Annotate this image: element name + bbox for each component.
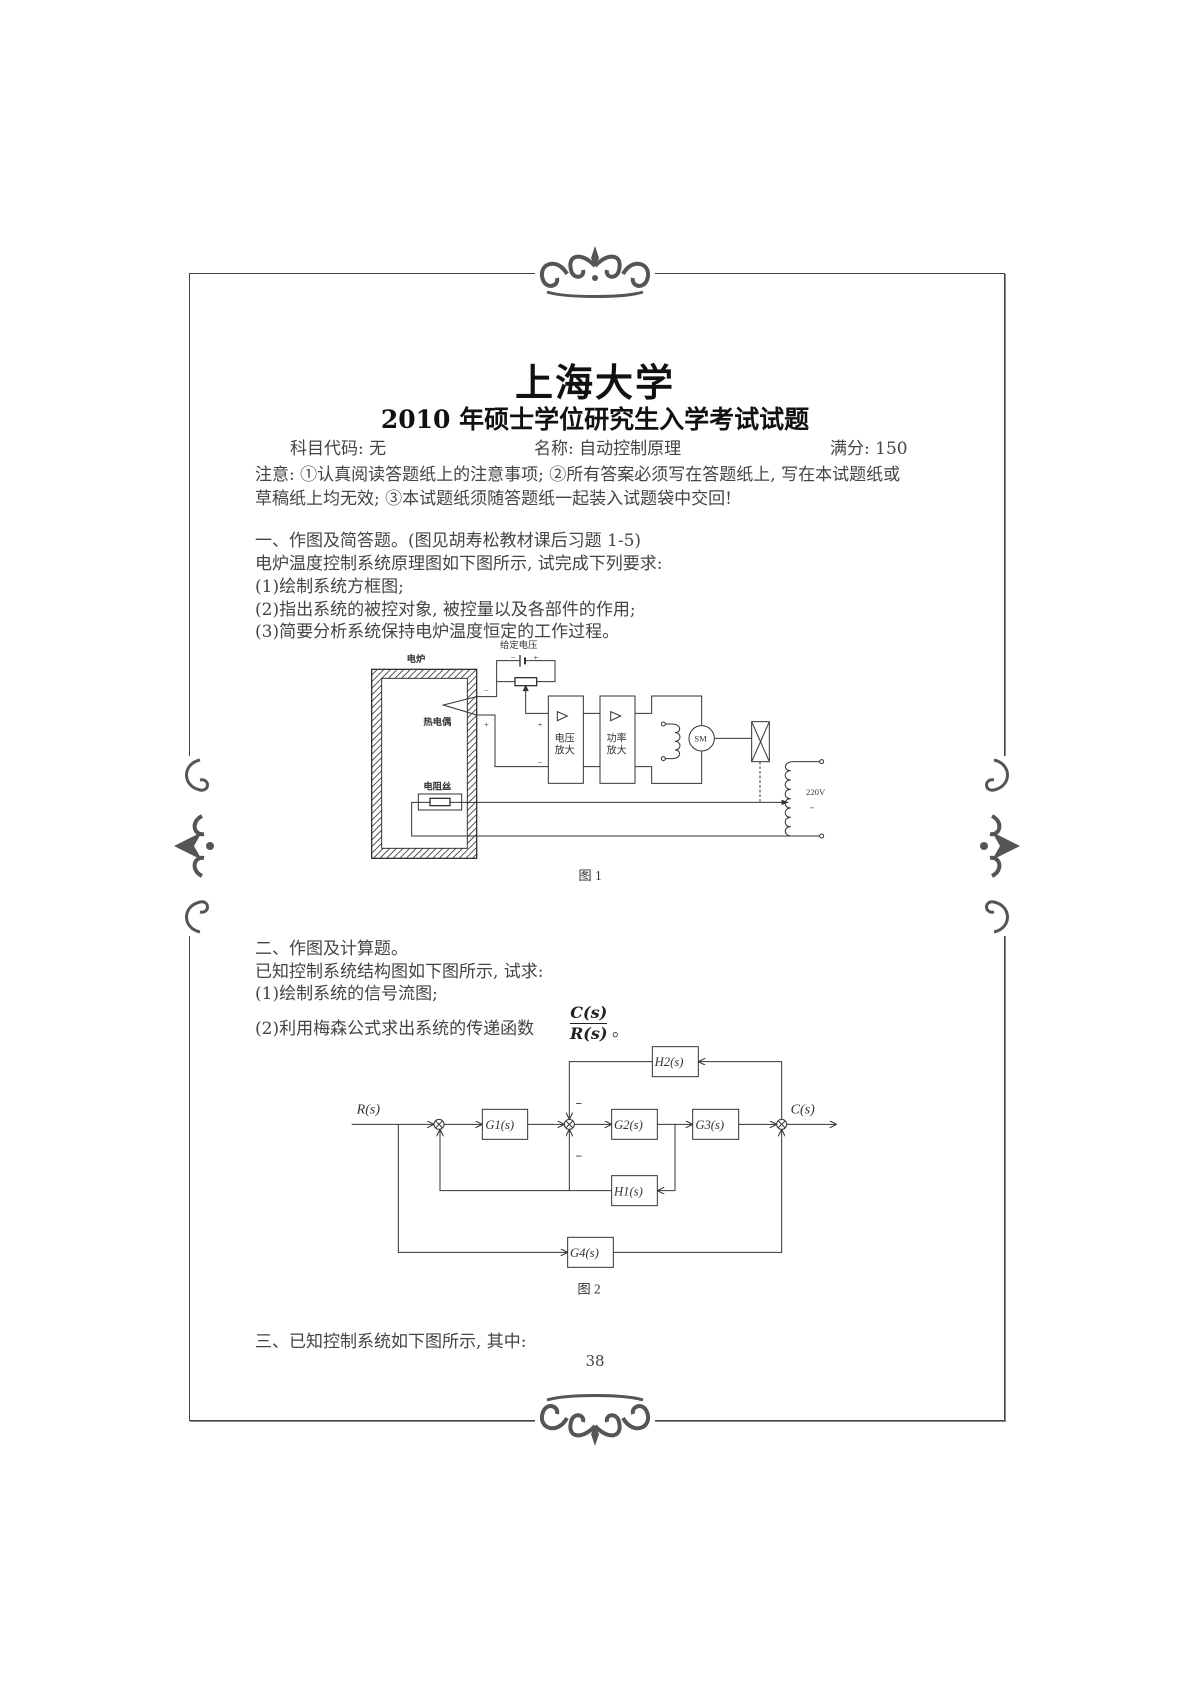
university-title: 上海大学 — [514, 360, 675, 405]
tc-minus: − — [484, 685, 489, 695]
notice-line-2: 草稿纸上均无效; ③本试题纸须随答题纸一起装入试题袋中交回! — [255, 489, 732, 509]
q2-heading: 二、作图及计算题。 — [255, 939, 408, 959]
q1-item: (3)简要分析系统保持电炉温度恒定的工作过程。 — [255, 622, 620, 642]
g3-label: G3(s) — [695, 1118, 724, 1132]
q1-intro: 电炉温度控制系统原理图如下图所示, 试完成下列要求: — [255, 554, 663, 574]
setpoint-potentiometer — [514, 677, 538, 687]
subject-name: 名称: 自动控制原理 — [534, 439, 682, 459]
left-ornament-icon — [174, 756, 214, 936]
voltage-amp-label: 电压 — [555, 732, 575, 745]
heater-label: 电阻丝 — [423, 780, 452, 792]
minus-sign-top: − — [575, 1096, 582, 1110]
q1-item: (2)指出系统的被控对象, 被控量以及各部件的作用; — [255, 600, 636, 620]
figure-2-block-diagram: R(s) C(s) G1(s) G2(s) G3(s) H2(s) H1(s) … — [351, 1046, 837, 1296]
power-amp-label: 功率 — [607, 732, 627, 745]
tf-period: 。 — [612, 1021, 629, 1041]
block-h1 — [611, 1175, 658, 1207]
summing-junction-1 — [433, 1118, 445, 1130]
output-label: C(s) — [791, 1102, 815, 1117]
voltage-amp-label: 放大 — [555, 743, 575, 756]
block-g4 — [567, 1236, 614, 1268]
voltage-amplifier — [547, 695, 584, 784]
block-g2 — [611, 1108, 658, 1140]
q3-heading: 三、已知控制系统如下图所示, 其中: — [255, 1332, 527, 1352]
exam-title: 2010 年硕士学位研究生入学考试试题 — [380, 405, 810, 434]
battery-minus: − — [511, 653, 516, 663]
supply-label: 220V — [806, 787, 826, 797]
motor-label: SM — [694, 734, 707, 744]
block-h2 — [651, 1046, 699, 1078]
summing-junction-3 — [776, 1118, 788, 1130]
block-g1 — [481, 1108, 529, 1140]
tc-plus: + — [484, 719, 489, 729]
q1-heading: 一、作图及简答题。(图见胡寿松教材课后习题 1-5) — [255, 531, 642, 551]
transfer-function-fraction: C(s) R(s) — [570, 1003, 608, 1044]
g1-label: G1(s) — [485, 1118, 514, 1132]
page-number: 38 — [585, 1352, 605, 1370]
notice-line-1: 注意: ①认真阅读答题纸上的注意事项; ②所有答案必须写在答题纸上, 写在本试题… — [255, 465, 901, 485]
g4-label: G4(s) — [570, 1246, 599, 1260]
tf-denominator: R(s) — [570, 1024, 608, 1043]
power-amplifier — [599, 695, 636, 784]
h2-label: H2(s) — [654, 1055, 684, 1069]
subject-code: 科目代码: 无 — [290, 439, 387, 459]
figure-2-caption: 图 2 — [577, 1281, 600, 1296]
tf-numerator: C(s) — [570, 1003, 608, 1024]
figure-1-furnace-diagram: 电炉 给定电压 − + − + + − 热电偶 电压 放大 功率 放大 SM 电… — [370, 640, 826, 883]
summing-junction-2 — [563, 1118, 575, 1130]
q2-item: (1)绘制系统的信号流图; — [255, 984, 438, 1004]
top-ornament-icon — [535, 246, 655, 298]
block-g3 — [692, 1108, 740, 1140]
h1-label: H1(s) — [613, 1184, 643, 1198]
amp-minus: − — [538, 757, 543, 767]
q1-item: (1)绘制系统方框图; — [255, 577, 404, 597]
full-score: 满分: 150 — [830, 439, 908, 459]
figure-1-caption: 图 1 — [578, 868, 601, 883]
power-amp-label: 放大 — [607, 743, 627, 756]
thermocouple-label: 热电偶 — [423, 716, 451, 728]
q2-intro: 已知控制系统结构图如下图所示, 试求: — [255, 962, 544, 982]
furnace-label: 电炉 — [407, 653, 426, 665]
g2-label: G2(s) — [614, 1118, 643, 1132]
q2-item: (2)利用梅森公式求出系统的传递函数 — [255, 1019, 535, 1039]
supply-ac-label: ~ — [810, 804, 815, 813]
input-label: R(s) — [356, 1102, 381, 1117]
battery-plus: + — [533, 653, 538, 663]
bottom-ornament-icon — [535, 1394, 655, 1446]
setpoint-voltage-label: 给定电压 — [500, 640, 537, 651]
minus-sign-bottom: − — [575, 1149, 582, 1163]
right-ornament-icon — [980, 756, 1020, 936]
amp-plus: + — [538, 719, 543, 729]
